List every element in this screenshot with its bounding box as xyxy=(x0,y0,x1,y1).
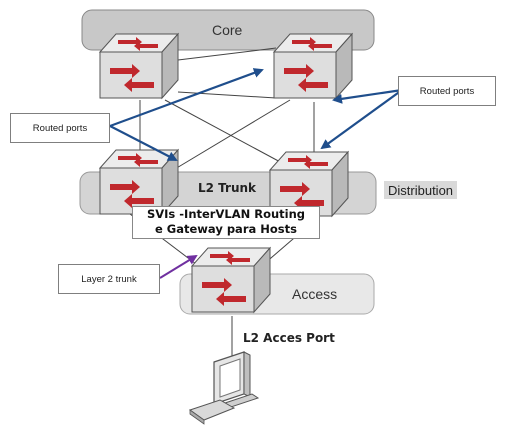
distribution-switch-left xyxy=(99,149,179,215)
core-label: Core xyxy=(212,22,243,38)
access-label: Access xyxy=(292,286,338,302)
svi-line-2: e Gateway para Hosts xyxy=(155,222,297,236)
core-switch-left xyxy=(99,33,179,99)
routed-ports-callout-right: Routed ports xyxy=(398,76,496,106)
access-switch xyxy=(191,247,271,313)
svi-gateway-box: SVIs -InterVLAN Routing e Gateway para H… xyxy=(132,206,320,239)
desktop-computer-icon xyxy=(188,351,260,425)
access-port-label: L2 Acces Port xyxy=(243,331,335,345)
l2-trunk-label: L2 Trunk xyxy=(198,181,257,195)
routed-ports-callout-left: Routed ports xyxy=(10,113,110,143)
svi-line-1: SVIs -InterVLAN Routing xyxy=(146,207,306,221)
layer2-trunk-callout: Layer 2 trunk xyxy=(58,264,160,294)
distribution-label: Distribution xyxy=(384,181,458,199)
core-switch-right xyxy=(273,33,353,99)
